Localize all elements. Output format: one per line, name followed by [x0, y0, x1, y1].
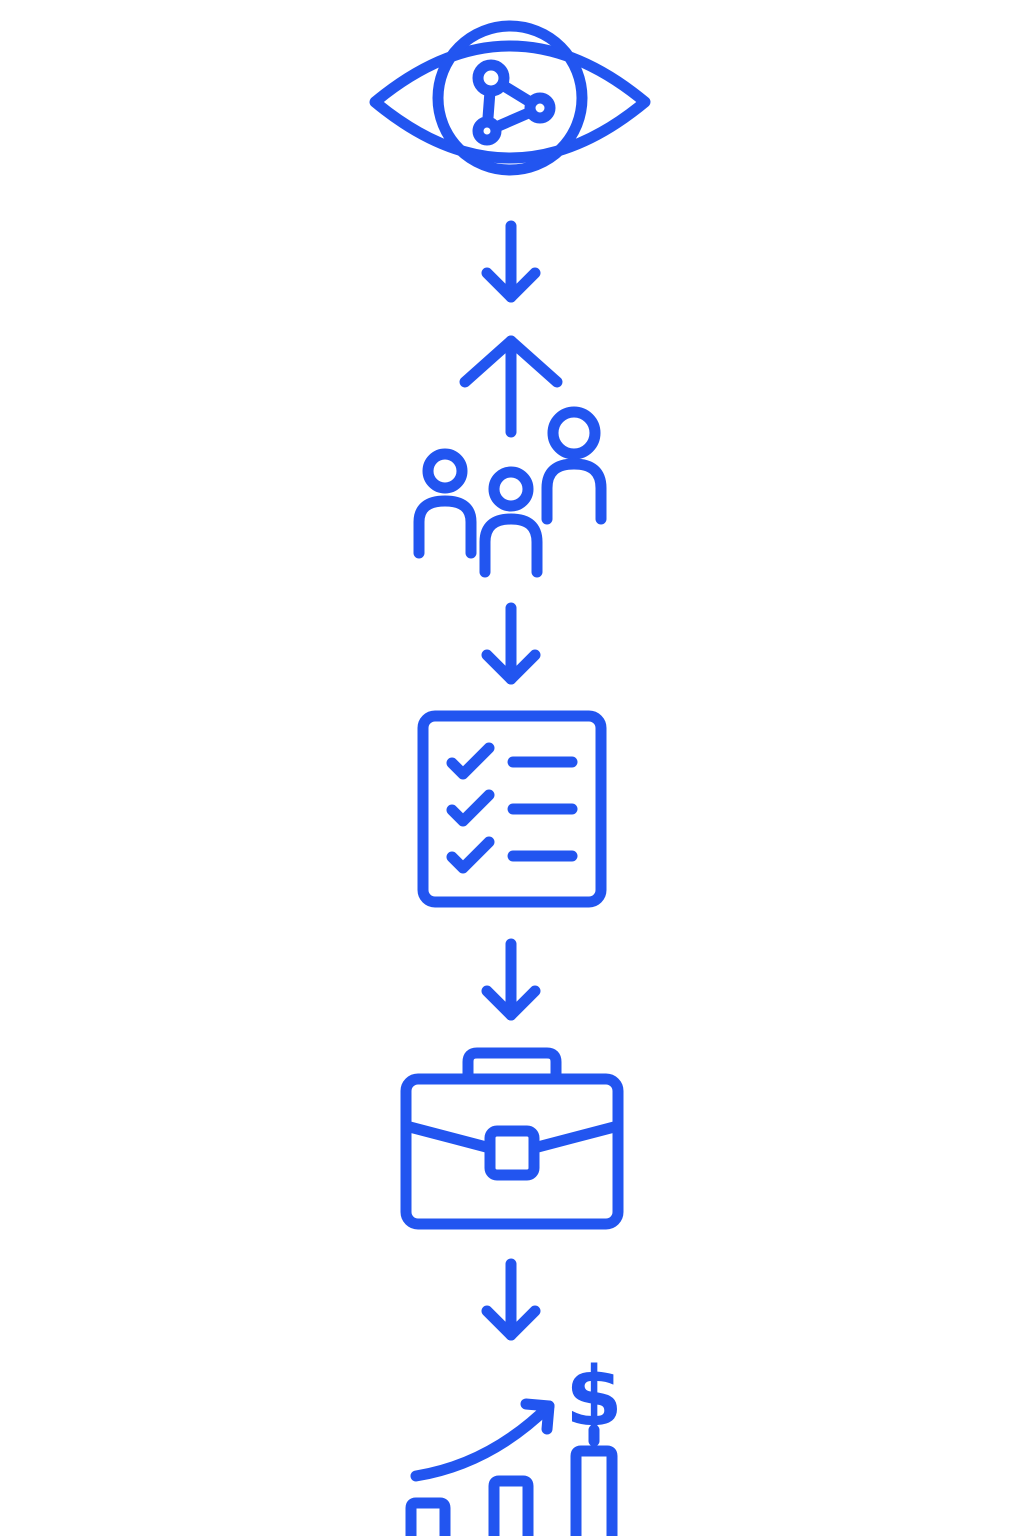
person-right-icon [541, 406, 607, 525]
arrow-down-icon [481, 602, 541, 685]
dollar-sign-icon: $ [565, 1350, 622, 1445]
arrow-down-icon [481, 220, 541, 303]
revenue-growth-icon [405, 1398, 618, 1536]
briefcase-icon [400, 1047, 624, 1230]
person-left-icon [413, 448, 477, 559]
team-growth-icon [413, 335, 607, 578]
eye-network-icon [369, 20, 651, 176]
arrow-down-icon [481, 1258, 541, 1341]
arrow-down-icon [481, 938, 541, 1021]
checklist-icon [417, 710, 607, 908]
person-center-icon [479, 466, 543, 578]
arrow-up-icon [459, 335, 563, 438]
